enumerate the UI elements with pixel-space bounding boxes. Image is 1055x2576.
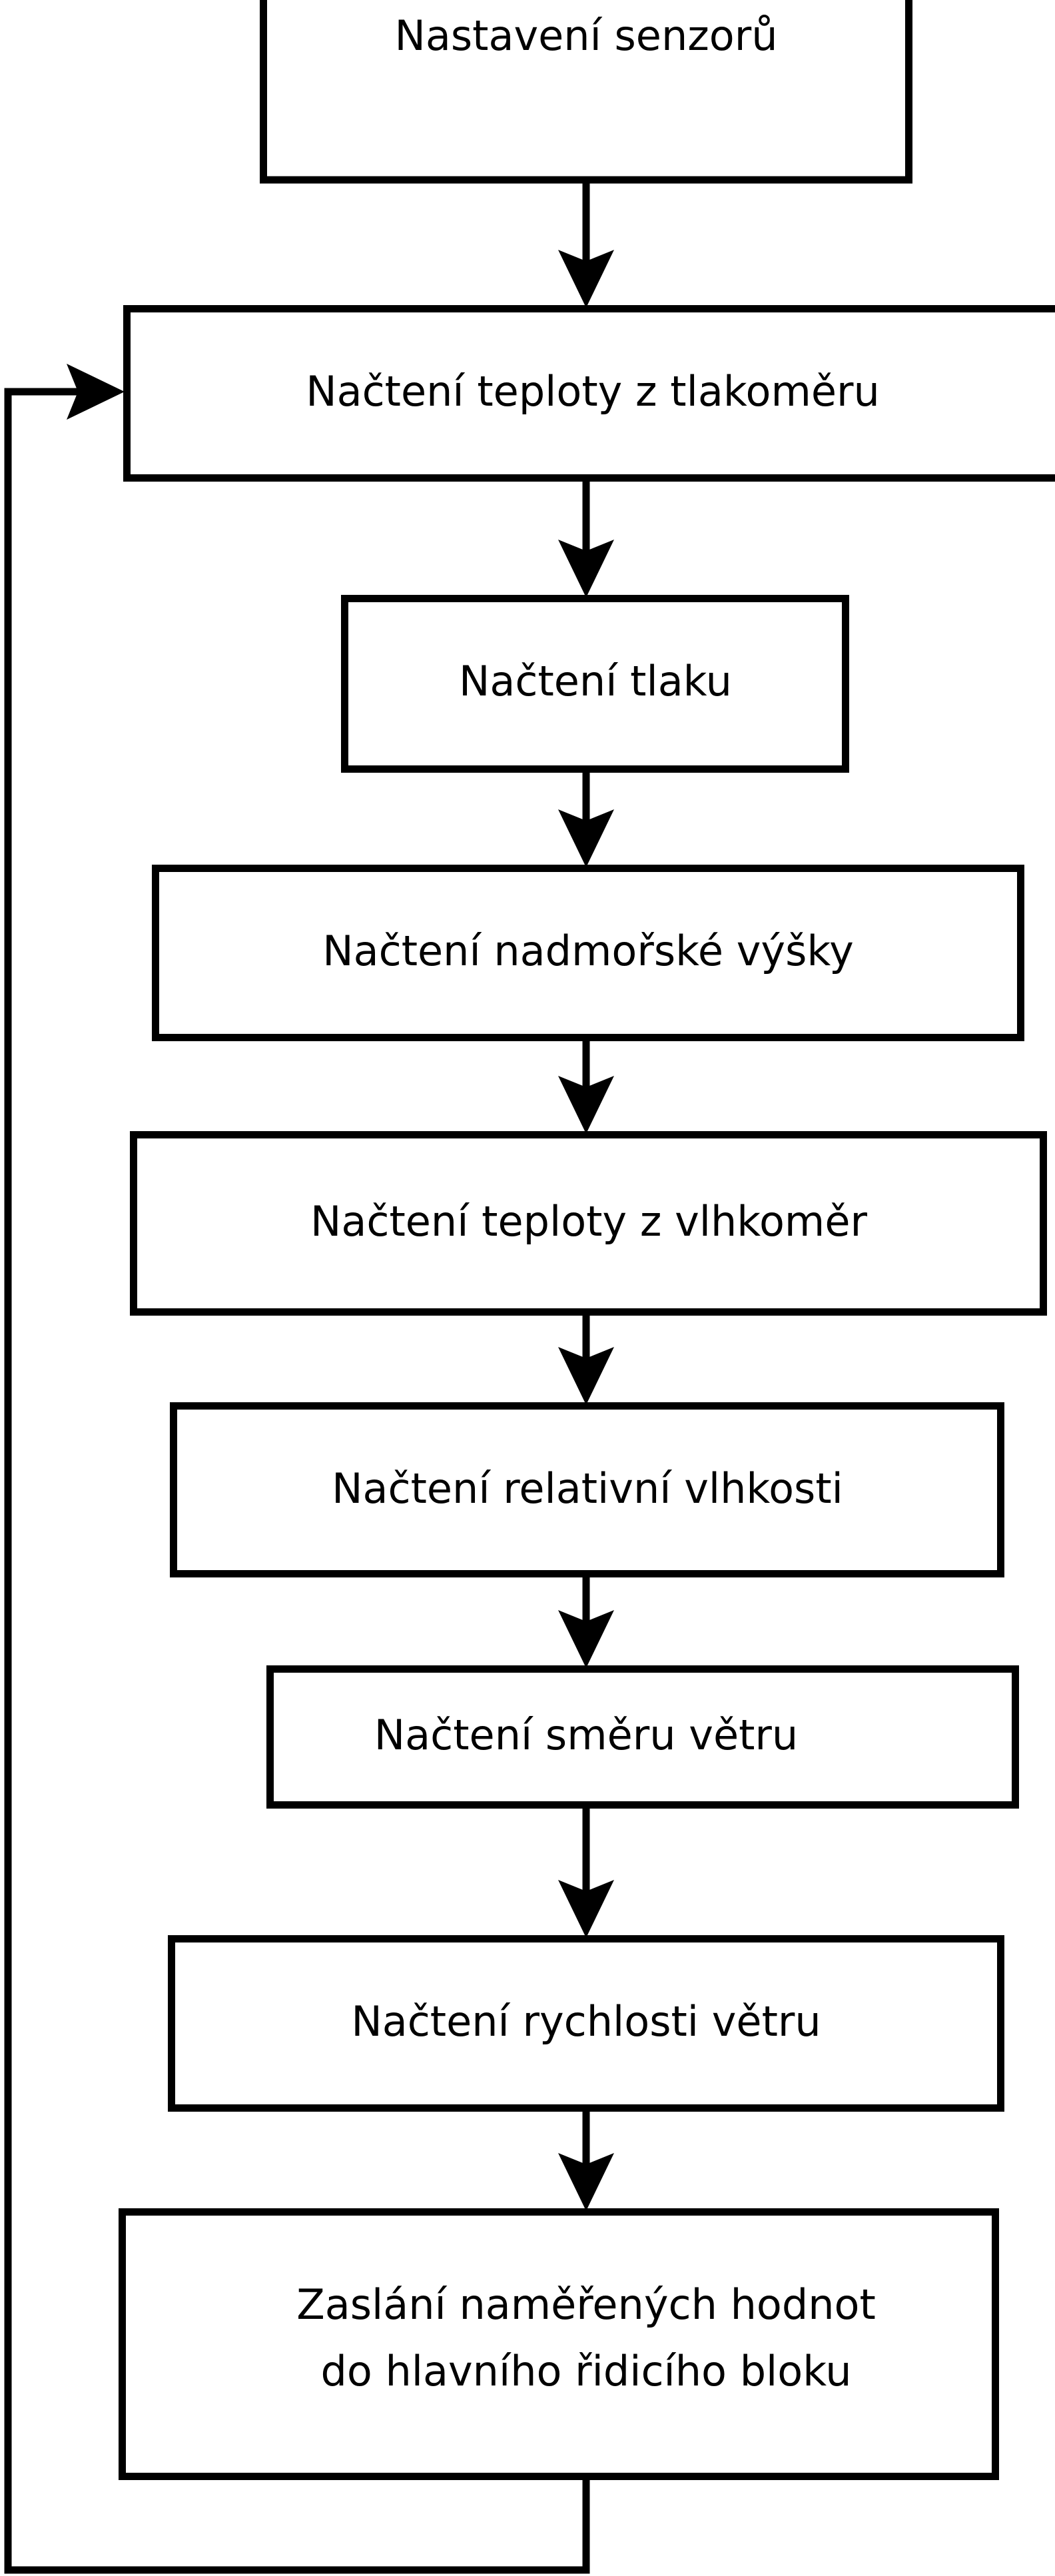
node-read-relative-humidity[interactable]: Načtení relativní vlhkosti <box>170 1402 1004 1577</box>
node-box[interactable] <box>130 1131 1047 1316</box>
node-box[interactable] <box>260 0 912 184</box>
node-label: Nastavení senzorů <box>394 11 777 60</box>
node-box[interactable] <box>170 1402 1004 1577</box>
edge-humidity-to-wind-direction <box>558 1577 614 1668</box>
node-box[interactable] <box>123 305 1055 482</box>
node-box[interactable] <box>168 1935 1004 2112</box>
arrowhead-down-icon <box>558 250 614 308</box>
edge-pressure-to-altitude <box>558 773 614 867</box>
node-send-values[interactable]: Zaslání naměřených hodnot do hlavního ři… <box>119 2208 999 2480</box>
arrowhead-right-icon <box>67 364 125 420</box>
node-layer: Nastavení senzorů Načtení teploty z tlak… <box>119 0 1055 2480</box>
edge-temp-hygrometer-to-humidity <box>558 1316 614 1405</box>
edge-setup-to-temp-barometer <box>558 183 614 308</box>
edge-loop-back <box>4 364 590 2574</box>
node-box[interactable] <box>119 2208 999 2480</box>
node-label: Načtení rychlosti větru <box>351 1997 821 2046</box>
node-label: Načtení směru větru <box>374 1711 798 1759</box>
edge-wind-direction-to-wind-speed <box>558 1809 614 1938</box>
node-label: Načtení teploty z vlhkoměr <box>310 1197 867 1246</box>
arrowhead-down-icon <box>558 809 614 867</box>
node-label-line2: do hlavního řidicího bloku <box>320 2347 851 2395</box>
node-read-altitude[interactable]: Načtení nadmořské výšky <box>152 865 1024 1041</box>
node-setup-sensors[interactable]: Nastavení senzorů <box>260 0 912 184</box>
edge-temp-barometer-to-pressure <box>558 482 614 598</box>
arrowhead-down-icon <box>558 540 614 598</box>
connector-layer <box>4 183 614 2574</box>
node-read-temp-barometer[interactable]: Načtení teploty z tlakoměru <box>123 305 1055 482</box>
node-read-temp-hygrometer[interactable]: Načtení teploty z vlhkoměr <box>130 1131 1047 1316</box>
node-label-line1: Zaslání naměřených hodnot <box>296 2280 876 2329</box>
node-label: Načtení tlaku <box>459 657 732 705</box>
node-read-wind-speed[interactable]: Načtení rychlosti větru <box>168 1935 1004 2112</box>
node-label: Načtení nadmořské výšky <box>322 927 854 975</box>
edge-altitude-to-temp-hygrometer <box>558 1041 614 1134</box>
node-box[interactable] <box>152 865 1024 1041</box>
arrowhead-down-icon <box>558 1610 614 1668</box>
node-read-wind-direction[interactable]: Načtení směru větru <box>266 1665 1019 1809</box>
loop-back-path <box>4 388 590 2574</box>
node-label: Načtení teploty z tlakoměru <box>306 367 880 416</box>
arrowhead-down-icon <box>558 1347 614 1405</box>
arrowhead-down-icon <box>558 1880 614 1938</box>
node-read-pressure[interactable]: Načtení tlaku <box>341 595 849 773</box>
edge-wind-speed-to-send <box>558 2112 614 2211</box>
node-box[interactable] <box>341 595 849 773</box>
node-box[interactable] <box>266 1665 1019 1809</box>
arrowhead-down-icon <box>558 2153 614 2211</box>
node-label: Načtení relativní vlhkosti <box>332 1464 843 1513</box>
arrowhead-down-icon <box>558 1076 614 1134</box>
